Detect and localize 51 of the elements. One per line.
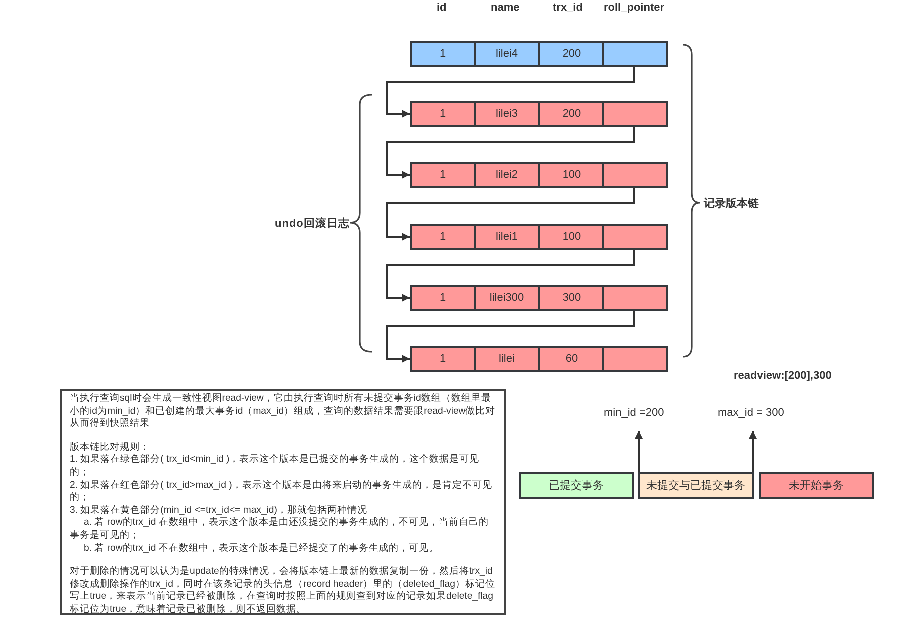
record-cell-text: 100 <box>562 168 582 183</box>
record-cell: lilei4 <box>476 43 540 65</box>
brace-label: undo回滚日志 <box>275 216 350 231</box>
range-bar: 未提交与已提交事务 <box>638 472 754 499</box>
record-row <box>410 224 668 250</box>
record-cell: 1 <box>412 226 476 248</box>
range-bar: 未开始事务 <box>759 472 874 499</box>
note-paragraph: 2. 如果落在红色部分( trx_id>max_id )，表示这个版本是由将来启动的事务生成的，是肯定不可见的； <box>70 480 494 505</box>
threshold-label: max_id = 300 <box>718 407 784 419</box>
note-paragraph: 1. 如果落在绿色部分( trx_id<min_id )，表示这个版本是已提交的事务生成的，这个数据是可见的； <box>70 454 481 480</box>
record-cell: 1 <box>412 164 476 186</box>
record-row <box>410 41 668 67</box>
note-paragraph: 版本链比对规则： <box>70 442 151 454</box>
threshold-label: min_id =200 <box>604 407 664 419</box>
record-cell: lilei300 <box>476 287 540 309</box>
arrow <box>386 125 635 179</box>
note-paragraph: 3. 如果落在黄色部分(min_id <=trx_id<= max_id)，那就包括两种情况 <box>70 504 368 517</box>
record-cell: 1 <box>412 348 476 370</box>
note-paragraph: 当执行查询sql时会生成一致性视图read-view，它由执行查询时所有未提交事务id数组（数组里最小的id为min_id）和已创建的最大事务id（max_id）组成，查询的数据结果需要跟read-view做比对从而得到快照结果 <box>70 393 496 431</box>
record-cell: 1 <box>412 43 476 65</box>
arrow <box>749 431 757 472</box>
record-cell-text: 200 <box>562 47 582 62</box>
record-cell-text: 300 <box>562 291 582 306</box>
record-row <box>410 162 668 188</box>
arrow <box>386 248 635 302</box>
note-paragraph: 对于删除的情况可以认为是update的特殊情况，会将版本链上最新的数据复制一份，然后将trx_id修改成删除操作的trx_id，同时在该条记录的头信息（record header）里的（deleted_flag）标记位写上true，来表示当前记录已经被删除，在查询时按照上面的规则查到对应的记录如果delete_flag标记位为true，意味着记录已被删除，则不返回数据。 <box>70 566 496 616</box>
record-cell: 1 <box>412 287 476 309</box>
arrow <box>386 309 635 363</box>
record-cell-text: 100 <box>562 230 582 245</box>
note-paragraph: b. 若 row的trx_id 不在数组中，表示这个版本是已经提交了的事务生成的，可见。 <box>83 542 440 556</box>
column-header: trx_id <box>553 2 583 14</box>
column-header: roll_pointer <box>604 2 665 14</box>
record-row <box>410 101 668 127</box>
record-cell: lilei1 <box>476 226 540 248</box>
record-cell-text: 60 <box>564 352 580 367</box>
arrow <box>635 431 643 472</box>
column-header: name <box>491 2 520 14</box>
readview-label: readview:[200],300 <box>734 370 832 382</box>
record-cell-text: 200 <box>562 107 582 122</box>
record-cell: lilei2 <box>476 164 540 186</box>
record-cell: lilei3 <box>476 103 540 125</box>
arrow <box>386 65 635 118</box>
column-header: id <box>437 2 447 14</box>
record-cell: lilei <box>476 348 540 370</box>
record-cell: 1 <box>412 103 476 125</box>
record-row <box>410 346 668 372</box>
range-bar: 已提交事务 <box>519 472 634 499</box>
record-row <box>410 285 668 311</box>
arrow <box>386 186 635 241</box>
note-box <box>60 389 506 615</box>
brace-label: 记录版本链 <box>704 196 759 211</box>
